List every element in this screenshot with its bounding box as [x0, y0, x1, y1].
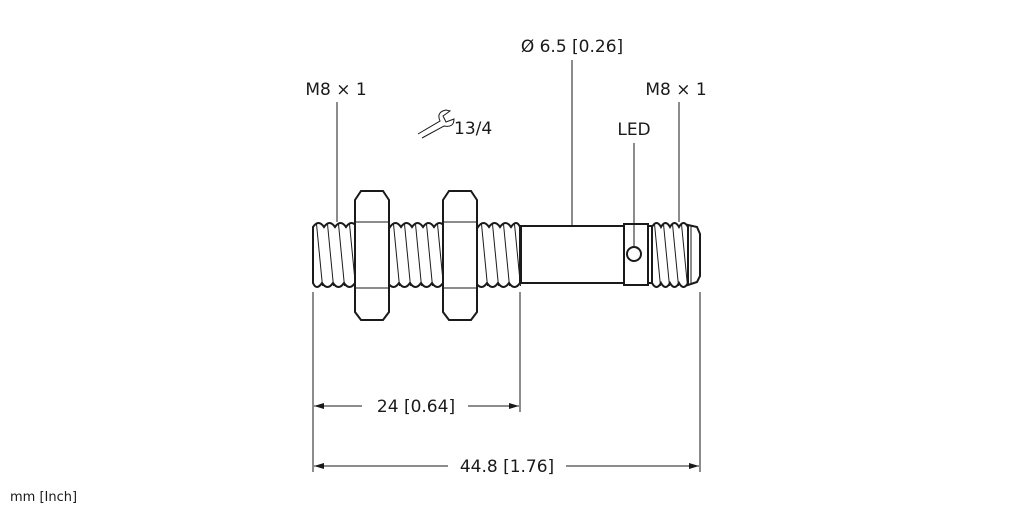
- dimension-total-length: 44.8 [1.76]: [460, 457, 554, 477]
- units-label: mm [Inch]: [10, 490, 77, 505]
- thread-left-label: M8 × 1: [305, 80, 366, 100]
- wrench-icon: [417, 109, 455, 139]
- thread-line: [481, 223, 488, 287]
- thread-line: [663, 223, 670, 287]
- thread-line: [492, 223, 499, 287]
- thread-line: [503, 223, 510, 287]
- thread-line: [404, 223, 411, 287]
- thread-line: [338, 223, 345, 287]
- thread-line: [681, 223, 688, 287]
- diameter-label: Ø 6.5 [0.26]: [521, 37, 623, 57]
- thread-line: [426, 223, 433, 287]
- thread-line: [316, 223, 323, 287]
- wrench-size-label: 13/4: [454, 119, 492, 139]
- sensor-body: [312, 190, 701, 321]
- connector-end: [687, 223, 701, 287]
- thread-line: [672, 223, 679, 287]
- nut-1: [354, 190, 390, 321]
- sensor-tube: [520, 225, 625, 284]
- thread-line: [514, 223, 521, 287]
- nut-2: [442, 190, 478, 321]
- dimension-thread-length: 24 [0.64]: [377, 397, 455, 417]
- thread-line: [654, 223, 661, 287]
- thread-right-label: M8 × 1: [645, 80, 706, 100]
- thread-line: [393, 223, 400, 287]
- thread-line: [327, 223, 334, 287]
- thread-line: [415, 223, 422, 287]
- led-label: LED: [617, 120, 650, 140]
- led-indicator: [626, 246, 642, 262]
